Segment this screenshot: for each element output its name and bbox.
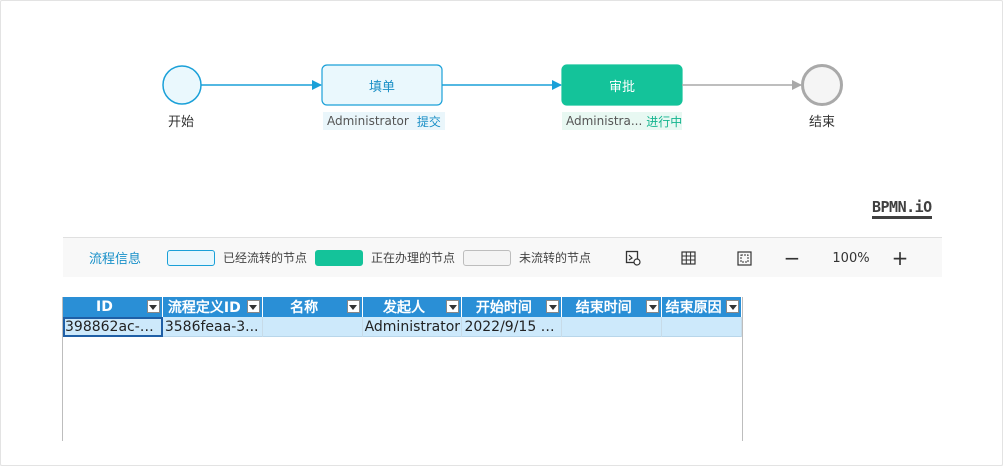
cell-end-reason[interactable] [662,317,743,337]
column-filter-dropdown-icon[interactable] [646,300,660,313]
grid-icon [680,251,696,265]
start-event-label: 开始 [168,115,195,130]
column-filter-dropdown-icon[interactable] [446,300,460,313]
legend-item-active: 正在办理的节点 [315,249,455,266]
zoom-in-button[interactable]: + [889,238,911,278]
legend-label: 已经流转的节点 [223,251,308,265]
legend-title: 流程信息 [89,252,142,267]
fit-screen-icon [736,250,752,266]
column-filter-dropdown-icon[interactable] [546,300,560,313]
column-filter-dropdown-icon[interactable] [246,300,260,313]
column-header-start-time[interactable]: 开始时间 [462,297,563,317]
cell-start-time[interactable]: 2022/9/15 1... [464,317,563,337]
task-state: 提交 [416,114,441,129]
bpmn-io-logo[interactable]: BPMN.iO [872,199,932,219]
column-header-id[interactable]: ID [63,297,163,317]
legend-swatch-active [315,249,364,266]
column-header-end-time[interactable]: 结束时间 [562,297,663,317]
column-header-end-reason[interactable]: 结束原因 [662,297,743,317]
task-user: Administrator [327,114,409,128]
cell-name[interactable] [263,317,363,337]
legend-label: 正在办理的节点 [371,251,456,265]
end-event[interactable] [801,64,843,106]
cell-id[interactable]: 398862ac-3... [63,317,163,337]
minus-icon: − [783,246,801,270]
bpmn-canvas[interactable]: 开始 结束 填单 审批 Administrator 提交 Administra.… [1,1,1002,231]
column-header-name[interactable]: 名称 [263,297,363,317]
task-approve-meta: Administra... 进行中 [562,112,682,130]
legend-label: 未流转的节点 [519,251,592,265]
task-approve-label: 审批 [608,79,635,95]
cell-initiator[interactable]: Administrator [363,317,463,337]
legend-toolbar: 流程信息 已经流转的节点 正在办理的节点 未流转的节点 [63,237,942,277]
column-header-definition-id[interactable]: 流程定义ID [163,297,263,317]
grid-header: ID 流程定义ID 名称 发起人 开始时间 结束时间 结束原因 [63,297,743,317]
process-instance-grid[interactable]: ID 流程定义ID 名称 发起人 开始时间 结束时间 结束原因 398862ac… [62,297,743,441]
task-fill-form-meta: Administrator 提交 [323,112,445,130]
cell-end-time[interactable] [562,317,663,337]
fit-screen-button[interactable] [733,238,755,278]
start-event[interactable] [162,65,202,105]
task-user: Administra... [566,114,643,128]
bpmn-diagram [162,64,843,106]
legend-item-pending: 未流转的节点 [463,249,591,266]
zoom-out-button[interactable]: − [781,238,803,278]
minimap-toggle-button[interactable] [622,238,644,278]
column-filter-dropdown-icon[interactable] [726,300,740,313]
end-event-label: 结束 [809,115,836,130]
legend-swatch-completed [167,249,215,266]
legend-item-completed: 已经流转的节点 [167,249,307,266]
task-state: 进行中 [646,114,683,129]
legend-swatch-pending [463,249,512,266]
task-fill-form-label: 填单 [368,79,395,95]
column-header-initiator[interactable]: 发起人 [363,297,463,317]
table-row[interactable]: 398862ac-3... 3586feaa-3... Administrato… [63,317,743,337]
column-filter-dropdown-icon[interactable] [146,300,160,313]
grid-toggle-button[interactable] [677,238,699,278]
plus-icon: + [891,246,909,270]
cell-definition-id[interactable]: 3586feaa-3... [163,317,263,337]
zoom-level: 100% [832,250,870,266]
minimap-icon [625,250,641,266]
column-filter-dropdown-icon[interactable] [346,300,360,313]
